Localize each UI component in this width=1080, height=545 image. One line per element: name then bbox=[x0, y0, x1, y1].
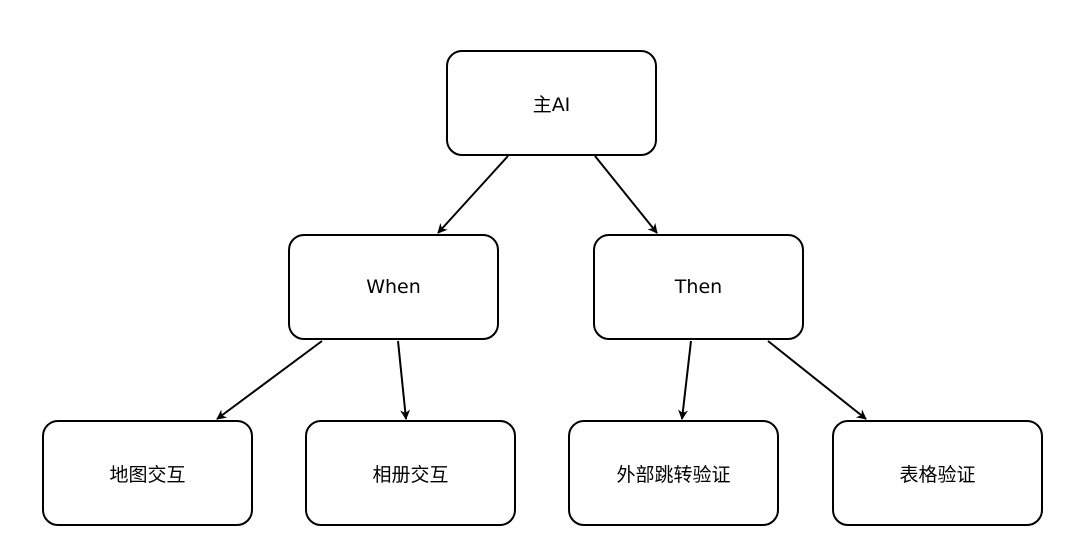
node-then: Then bbox=[593, 234, 804, 340]
edge-then-to-table bbox=[767, 340, 867, 420]
edge-root-to-when bbox=[437, 155, 509, 234]
node-album-interaction: 相册交互 bbox=[305, 420, 516, 526]
node-table-verification-label: 表格验证 bbox=[899, 463, 976, 486]
node-root-label: 主AI bbox=[532, 93, 571, 116]
edge-when-to-album bbox=[397, 340, 411, 420]
node-when-label: When bbox=[366, 276, 421, 298]
node-when: When bbox=[288, 234, 499, 340]
edge-then-to-external bbox=[678, 340, 692, 420]
node-root: 主AI bbox=[446, 50, 657, 156]
edge-when-to-map bbox=[216, 340, 323, 420]
edge-root-to-then bbox=[594, 155, 658, 234]
node-then-label: Then bbox=[674, 276, 723, 298]
node-map-interaction: 地图交互 bbox=[42, 420, 253, 526]
node-external-jump-verification-label: 外部跳转验证 bbox=[616, 463, 731, 486]
node-album-interaction-label: 相册交互 bbox=[372, 463, 449, 486]
node-external-jump-verification: 外部跳转验证 bbox=[568, 420, 779, 526]
node-map-interaction-label: 地图交互 bbox=[109, 463, 186, 486]
node-table-verification: 表格验证 bbox=[832, 420, 1043, 526]
